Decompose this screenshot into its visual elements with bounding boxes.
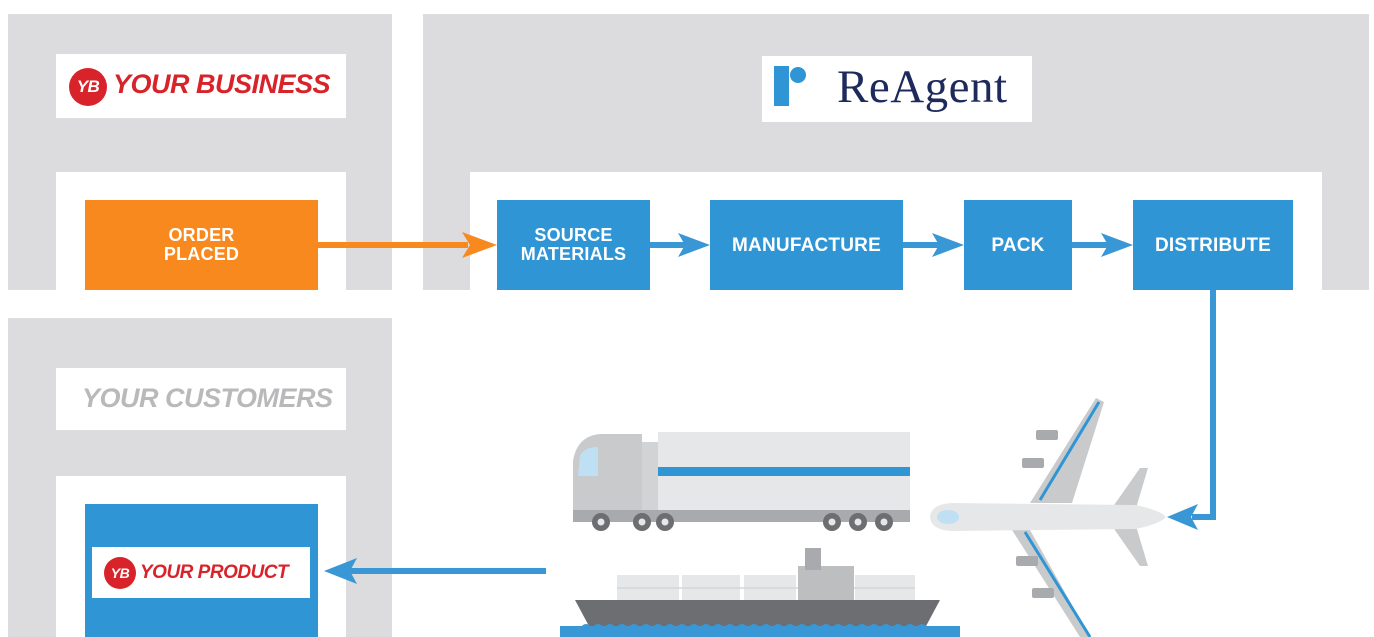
customers-title: YOUR CUSTOMERS (82, 383, 333, 413)
order-placed-line2: PLACED (163, 244, 240, 264)
order-placed-step: ORDER PLACED (85, 200, 318, 290)
source-materials-line1: SOURCE (534, 225, 613, 245)
yb-logo-icon: YB (69, 68, 107, 106)
manufacture-label: MANUFACTURE (732, 234, 881, 256)
yb-logo-badge-text: YB (76, 77, 100, 96)
reagent-logo-card (762, 56, 1032, 122)
distribute-step: DISTRIBUTE (1133, 200, 1293, 290)
arrow-right-icon (318, 232, 497, 258)
distribute-connector (1167, 290, 1216, 530)
pack-step: PACK (964, 200, 1072, 290)
cargo-ship-icon (560, 548, 960, 637)
source-materials-line2: MATERIALS (520, 244, 627, 264)
product-yb-logo-icon: YB (104, 557, 136, 589)
arrow-right-icon (650, 233, 710, 257)
pack-label: PACK (991, 234, 1045, 256)
manufacture-step: MANUFACTURE (710, 200, 903, 290)
source-materials-step: SOURCE MATERIALS (497, 200, 650, 290)
arrow-right-icon (1072, 233, 1133, 257)
arrow-right-icon (903, 233, 964, 257)
distribute-label: DISTRIBUTE (1155, 234, 1271, 256)
reagent-logo-text: ReAgent (837, 61, 1008, 113)
order-placed-line1: ORDER (168, 225, 235, 245)
business-logo-text: YOUR BUSINESS (113, 69, 331, 99)
customers-title-card (56, 368, 346, 430)
product-yb-badge-text: YB (110, 565, 130, 581)
reagent-logo-icon (774, 66, 808, 106)
product-label-text: YOUR PRODUCT (140, 562, 289, 583)
airplane-icon (930, 398, 1166, 637)
truck-icon (573, 432, 910, 531)
arrow-left-icon (324, 558, 546, 584)
